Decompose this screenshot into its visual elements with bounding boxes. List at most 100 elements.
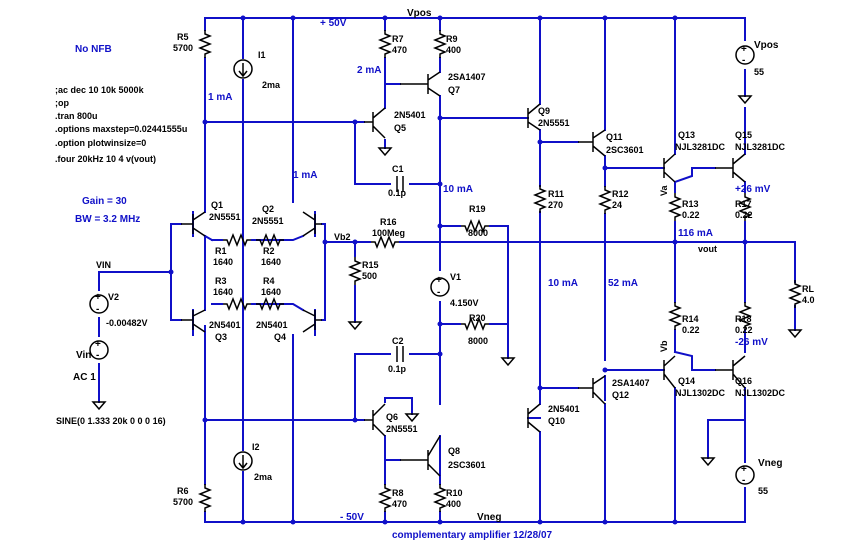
r5-val: 5700 [173, 43, 193, 53]
r19-val: 8000 [468, 228, 488, 238]
r10-val: 400 [446, 499, 461, 509]
q15-part: NJL3281DC [735, 142, 786, 152]
resistor-symbols [199, 29, 801, 513]
rl-ref: RL [802, 284, 814, 294]
svg-text:+: + [95, 292, 101, 303]
vpos-src-val: 55 [754, 67, 764, 77]
voltage-source-vneg: +- [735, 464, 755, 486]
q1-part: 2N5551 [209, 212, 241, 222]
resistor-labels: R5 5700 R6 5700 R7 470 R9 400 R8 470 R10… [173, 32, 815, 509]
q9-part: 2N5551 [538, 118, 570, 128]
r15-ref: R15 [362, 260, 379, 270]
r13-ref: R13 [682, 199, 699, 209]
r7-ref: R7 [392, 34, 404, 44]
spice-directives: No NFB ;ac dec 10 10k 5000k ;op .tran 80… [55, 44, 187, 225]
r18-val: 0.22 [735, 325, 753, 335]
voltage-source-vpos: +- [735, 44, 755, 66]
current-source-i2 [233, 451, 253, 471]
transistor-labels: Q1 2N5551 Q2 2N5551 2N5401 Q3 2N5401 Q4 … [209, 72, 786, 470]
vneg-src-val: 55 [758, 486, 768, 496]
r10-ref: R10 [446, 488, 463, 498]
svg-text:-: - [96, 350, 99, 361]
v-m26-label: -26 mV [735, 337, 768, 348]
q2-ref: Q2 [262, 204, 274, 214]
r2-ref: R2 [263, 246, 275, 256]
vneg-net-label: Vneg [477, 512, 501, 523]
q7-ref: Q7 [448, 85, 460, 95]
r4-val: 1640 [261, 287, 281, 297]
q15-ref: Q15 [735, 130, 752, 140]
vb-net-label: Vb [659, 340, 669, 352]
q9-ref: Q9 [538, 106, 550, 116]
vb2-label: Vb2 [334, 232, 351, 242]
c2-ref: C2 [392, 336, 404, 346]
gain-note: Gain = 30 [82, 196, 127, 207]
c1-val: 0.1p [388, 188, 407, 198]
svg-text:+: + [741, 464, 747, 475]
v2-val: -0.00482V [106, 318, 148, 328]
svg-text:-: - [742, 475, 745, 486]
voltage-source-v2: +- +- [89, 271, 109, 403]
q11-part: 2SC3601 [606, 145, 644, 155]
r11-ref: R11 [548, 189, 564, 199]
i-1ma-right-label: 1 mA [293, 170, 317, 181]
current-annotations: 2 mA 1 mA 1 mA 10 mA 10 mA 52 mA 116 mA … [208, 65, 771, 348]
i1-ref: I1 [258, 50, 266, 60]
q2-part: 2N5551 [252, 216, 284, 226]
r5-ref: R5 [177, 32, 189, 42]
vpos-net-label: Vpos [407, 8, 432, 19]
r11-val: 270 [548, 200, 563, 210]
four-directive: .four 20kHz 10 4 v(vout) [55, 154, 156, 164]
vin-src-val: AC 1 [73, 372, 96, 383]
current-source-i1 [233, 59, 253, 79]
q6-part: 2N5551 [386, 424, 418, 434]
op-directive: ;op [55, 98, 69, 108]
q3-ref: Q3 [215, 332, 227, 342]
r14-val: 0.22 [682, 325, 700, 335]
q4-part: 2N5401 [256, 320, 288, 330]
r16-ref: R16 [380, 217, 397, 227]
q13-part: NJL3281DC [675, 142, 726, 152]
plotwin-directive: .option plotwinsize=0 [55, 138, 146, 148]
plus50-label: + 50V [320, 18, 347, 29]
va-net-label: Va [659, 184, 669, 196]
vpos-src-ref: Vpos [754, 40, 779, 51]
r17-val: 0.22 [735, 210, 753, 220]
v1-ref: V1 [450, 272, 461, 282]
q12-ref: Q12 [612, 390, 629, 400]
r9-ref: R9 [446, 34, 458, 44]
q16-part: NJL1302DC [735, 388, 786, 398]
q10-part: 2N5401 [548, 404, 580, 414]
r18-ref: R18 [735, 314, 752, 324]
r6-val: 5700 [173, 497, 193, 507]
r1-ref: R1 [215, 246, 227, 256]
r13-val: 0.22 [682, 210, 700, 220]
i-10ma-top-label: 10 mA [443, 184, 473, 195]
i2-ref: I2 [252, 442, 260, 452]
r12-val: 24 [612, 200, 622, 210]
r1-val: 1640 [213, 257, 233, 267]
maxstep-directive: .options maxstep=0.02441555u [55, 124, 187, 134]
q5-ref: Q5 [394, 123, 406, 133]
r19-ref: R19 [469, 204, 486, 214]
r8-val: 470 [392, 499, 407, 509]
svg-text:-: - [437, 287, 440, 298]
i-116ma-label: 116 mA [678, 228, 713, 239]
r15-val: 500 [362, 271, 377, 281]
c1-ref: C1 [392, 164, 404, 174]
vneg-src-ref: Vneg [758, 458, 782, 469]
no-nfb-note: No NFB [75, 44, 112, 55]
svg-text:+: + [95, 339, 101, 350]
r20-val: 8000 [468, 336, 488, 346]
vin-src-ref: Vin [76, 350, 91, 361]
q4-ref: Q4 [274, 332, 286, 342]
sine-spec: SINE(0 1.333 20k 0 0 0 16) [56, 416, 166, 426]
v2-ref: V2 [108, 292, 119, 302]
minus50-label: - 50V [340, 512, 364, 523]
q12-part: 2SA1407 [612, 378, 650, 388]
q7-part: 2SA1407 [448, 72, 486, 82]
r9-val: 400 [446, 45, 461, 55]
schematic-title: complementary amplifier 12/28/07 [392, 530, 553, 541]
svg-text:-: - [96, 304, 99, 315]
